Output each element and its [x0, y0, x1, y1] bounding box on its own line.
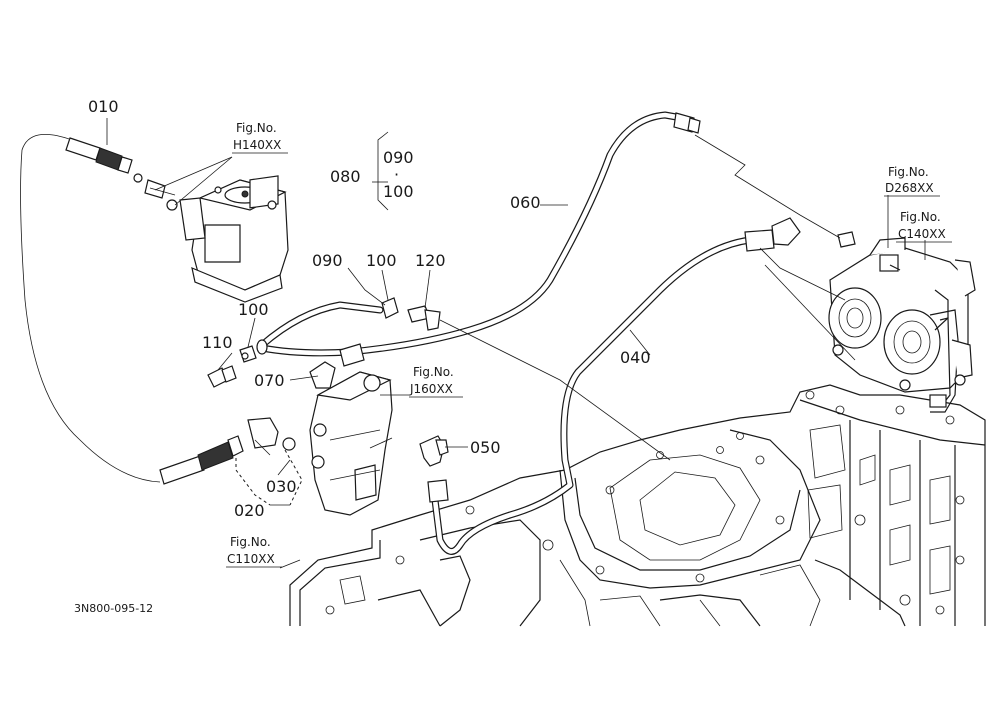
label-120: 120: [415, 251, 446, 270]
figref-d268: D268XX: [885, 181, 934, 195]
transmission-housing: [289, 384, 986, 627]
steering-unit: [179, 175, 289, 303]
figure-references: Fig.No. H140XX Fig.No. D268XX Fig.No. C1…: [226, 121, 952, 568]
figref-c140: C140XX: [898, 227, 946, 241]
coupling-020: [159, 417, 296, 485]
fitting-070: [309, 343, 365, 389]
label-070: 070: [254, 371, 285, 390]
control-valve-block: [828, 237, 976, 413]
leader-lines: [106, 118, 926, 569]
label-030: 030: [266, 477, 297, 496]
label-090: 090: [312, 251, 343, 270]
figref-h140-caption: Fig.No.: [236, 121, 277, 135]
label-brace-090: 090: [383, 148, 414, 167]
figref-h140: H140XX: [233, 138, 281, 152]
fitting-connector-right: [837, 231, 856, 248]
fitting-120: [407, 305, 441, 331]
figref-j160: J160XX: [409, 382, 453, 396]
label-060: 060: [510, 193, 541, 212]
label-brace-dot: ·: [394, 165, 399, 184]
fitting-050: [419, 435, 449, 467]
label-100-upper: 100: [366, 251, 397, 270]
coupling-010: [65, 137, 178, 211]
label-020: 020: [234, 501, 265, 520]
figref-d268-caption: Fig.No.: [888, 165, 929, 179]
figref-c110: C110XX: [227, 552, 275, 566]
fitting-110: [207, 365, 237, 388]
label-010: 010: [88, 97, 119, 116]
label-100-lower: 100: [238, 300, 269, 319]
figref-c140-caption: Fig.No.: [900, 210, 941, 224]
part-labels: 010 080 090 · 100 060 090 100 120 100 11…: [88, 97, 651, 520]
fitting-100-upper: [381, 297, 399, 319]
label-050: 050: [470, 438, 501, 457]
label-110: 110: [202, 333, 233, 352]
label-brace-100: 100: [383, 182, 414, 201]
label-040: 040: [620, 348, 651, 367]
return-line: [20, 134, 161, 483]
label-080: 080: [330, 167, 361, 186]
fitting-100-lower: [239, 345, 257, 363]
hydraulic-pipe-040: [427, 217, 801, 555]
valve-body: [309, 371, 393, 516]
drawing-code: 3N800-095-12: [74, 602, 153, 615]
figref-j160-caption: Fig.No.: [413, 365, 454, 379]
figref-c110-caption: Fig.No.: [230, 535, 271, 549]
hose-090: [256, 301, 384, 355]
